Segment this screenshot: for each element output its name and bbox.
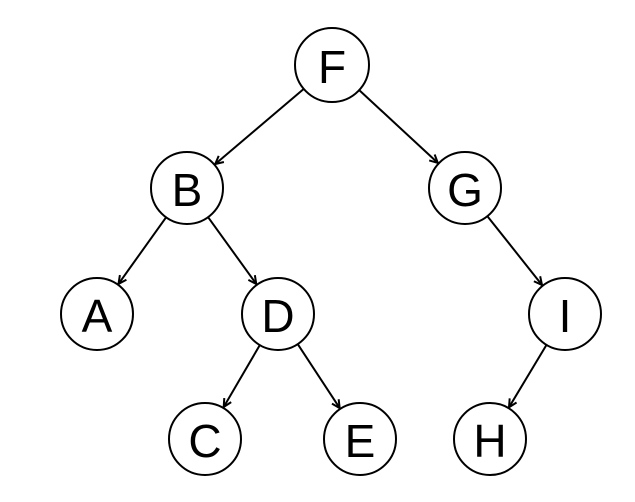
node-circle	[241, 277, 315, 351]
node-circle	[428, 151, 502, 225]
node-label: A	[82, 290, 113, 342]
node-label: E	[345, 415, 376, 467]
node-circle	[60, 277, 134, 351]
nodes-layer: F B G A D I C E	[60, 27, 602, 476]
edge-f-to-g	[358, 89, 438, 163]
edge-b-to-a	[119, 216, 167, 284]
node-circle	[168, 402, 242, 476]
edge-g-to-i	[486, 215, 542, 285]
edge-d-to-c	[224, 344, 261, 407]
edge-i-to-h	[509, 344, 548, 407]
node-circle	[323, 402, 397, 476]
tree-node-d: D	[241, 277, 315, 351]
node-circle	[294, 27, 370, 103]
node-label: D	[261, 290, 294, 342]
tree-node-f: F	[294, 27, 370, 103]
edge-f-to-b	[215, 88, 305, 164]
edge-b-to-d	[207, 216, 256, 284]
node-label: B	[172, 164, 203, 216]
tree-node-b: B	[150, 151, 224, 225]
node-label: F	[318, 41, 346, 93]
tree-node-g: G	[428, 151, 502, 225]
node-circle	[528, 277, 602, 351]
node-label: H	[473, 415, 506, 467]
edge-d-to-e	[296, 343, 340, 408]
tree-node-a: A	[60, 277, 134, 351]
node-label: G	[447, 164, 483, 216]
node-circle	[453, 402, 527, 476]
tree-node-i: I	[528, 277, 602, 351]
tree-node-h: H	[453, 402, 527, 476]
node-label: I	[559, 290, 572, 342]
tree-node-e: E	[323, 402, 397, 476]
node-circle	[150, 151, 224, 225]
edges-layer	[119, 88, 548, 408]
tree-node-c: C	[168, 402, 242, 476]
node-label: C	[188, 415, 221, 467]
